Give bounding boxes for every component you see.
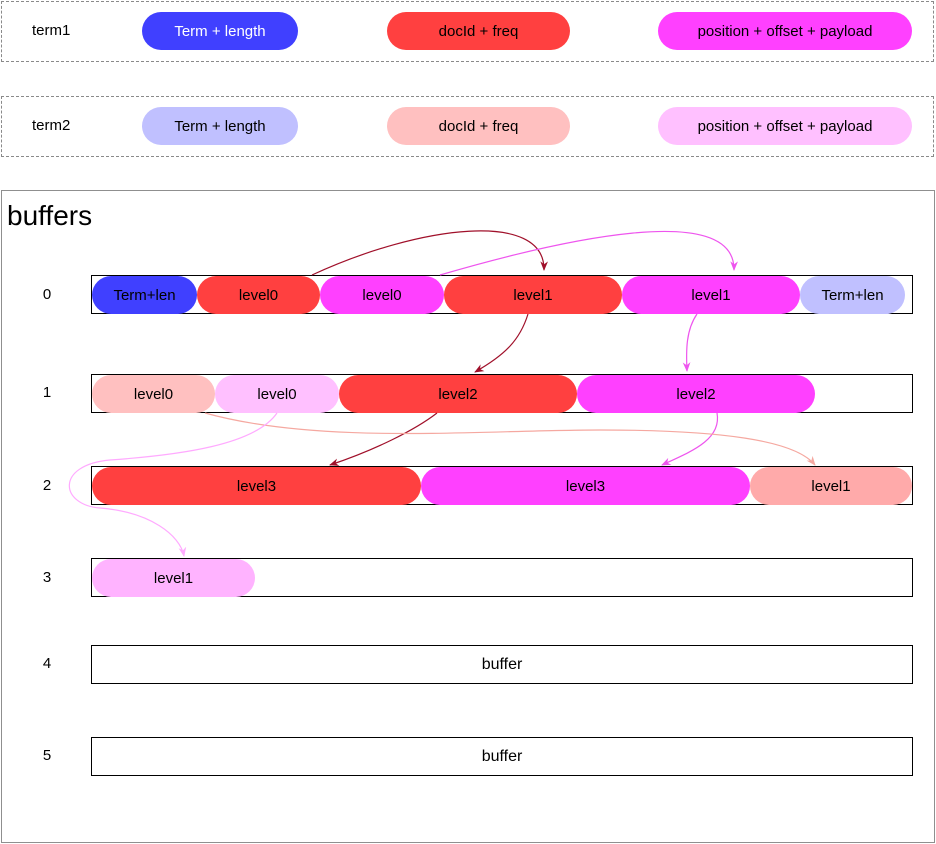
- row-index-0: 0: [42, 286, 52, 303]
- row1-level2-position: level2: [577, 375, 815, 413]
- row0-level1-docfreq: level1: [444, 276, 622, 314]
- row0-term-len-term2: Term+len: [800, 276, 905, 314]
- row-index-1: 1: [42, 384, 52, 401]
- legend-label-term2: term2: [32, 117, 71, 134]
- buffer-row-5: buffer: [91, 737, 913, 776]
- legend-term2-position: position + offset + payload: [658, 107, 912, 145]
- row1-level2-docfreq: level2: [339, 375, 577, 413]
- legend-term2-docid-freq: docId + freq: [387, 107, 570, 145]
- row-index-3: 3: [42, 569, 52, 586]
- legend-term1-position: position + offset + payload: [658, 12, 912, 50]
- legend-term1-docid-freq: docId + freq: [387, 12, 570, 50]
- legend-term2: [1, 96, 934, 157]
- row2-level3-position: level3: [421, 467, 750, 505]
- row-index-5: 5: [42, 747, 52, 764]
- buffer-row-3: [91, 558, 913, 597]
- row0-level1-position: level1: [622, 276, 800, 314]
- row0-term-len-term1: Term+len: [92, 276, 197, 314]
- legend-term1: [1, 1, 934, 62]
- row3-level1-position-term2: level1: [92, 559, 255, 597]
- panel-title: buffers: [7, 200, 93, 231]
- row1-level0-docfreq-term2: level0: [92, 375, 215, 413]
- buffer-row-4: buffer: [91, 645, 913, 684]
- row-index-2: 2: [42, 477, 52, 494]
- row2-level3-docfreq: level3: [92, 467, 421, 505]
- row0-level0-docfreq: level0: [197, 276, 320, 314]
- legend-term2-term-length: Term + length: [142, 107, 298, 145]
- row-index-4: 4: [42, 655, 52, 672]
- row0-level0-position: level0: [320, 276, 444, 314]
- row1-level0-position-term2: level0: [215, 375, 339, 413]
- row2-level1-docfreq-term2: level1: [750, 467, 912, 505]
- legend-label-term1: term1: [32, 22, 71, 39]
- legend-term1-term-length: Term + length: [142, 12, 298, 50]
- buffers-panel: [1, 190, 935, 843]
